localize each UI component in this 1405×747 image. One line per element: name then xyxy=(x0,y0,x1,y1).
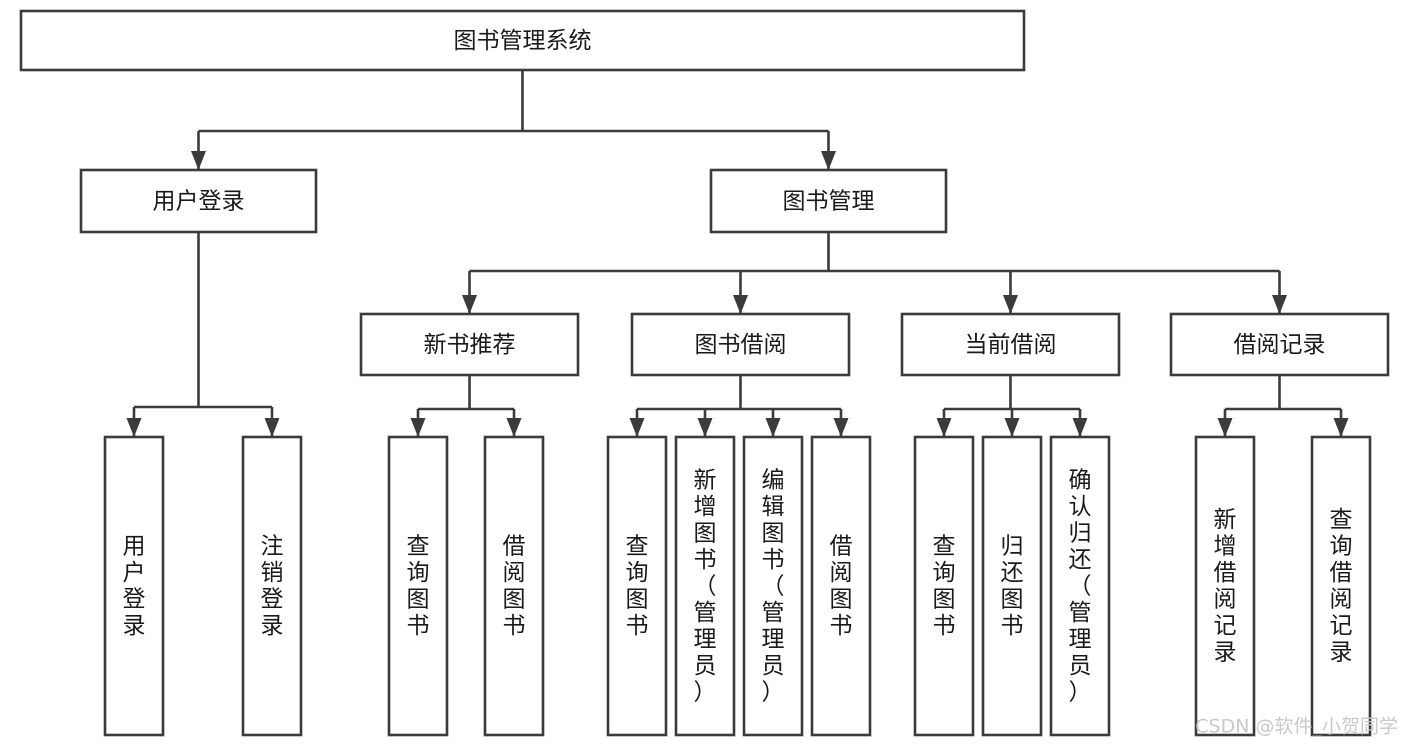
node-level2-用户登录[interactable]: 用户登录 xyxy=(79,168,318,234)
node-label: 新增借阅记录 xyxy=(1214,507,1237,666)
node-label: 新书推荐 xyxy=(424,332,516,358)
node-box[interactable] xyxy=(359,312,580,377)
node-label: 新增图书（管理员） xyxy=(694,467,717,705)
arrow-head-icon xyxy=(506,418,522,437)
arrow-head-icon xyxy=(1272,295,1287,314)
node-label: 确认归还（管理员） xyxy=(1069,467,1092,705)
arrow-head-icon xyxy=(410,418,426,437)
node-leaf-归还图书[interactable]: 归还图书 xyxy=(981,435,1043,737)
node-box[interactable] xyxy=(1310,435,1372,737)
node-level3-当前借阅[interactable]: 当前借阅 xyxy=(900,312,1121,377)
node-label: 图书借阅 xyxy=(695,332,787,358)
arrow-head-icon xyxy=(833,418,849,437)
node-label: 查询图书 xyxy=(626,534,649,640)
node-leaf-用户登录[interactable]: 用户登录 xyxy=(103,435,165,737)
node-level3-新书推荐[interactable]: 新书推荐 xyxy=(359,312,580,377)
node-label: 查询图书 xyxy=(933,534,956,640)
node-box[interactable] xyxy=(1049,435,1111,737)
arrow-head-icon xyxy=(765,418,781,437)
node-box[interactable] xyxy=(709,168,948,234)
arrow-head-icon xyxy=(1217,418,1233,437)
node-box[interactable] xyxy=(981,435,1043,737)
node-leaf-借阅图书[interactable]: 借阅图书 xyxy=(483,435,545,737)
arrow-head-icon xyxy=(697,418,713,437)
node-label: 查询借阅记录 xyxy=(1330,507,1353,666)
node-leaf-查询图书[interactable]: 查询图书 xyxy=(387,435,449,737)
arrow-head-icon xyxy=(1072,418,1088,437)
node-label: 借阅图书 xyxy=(830,534,853,640)
node-label: 用户登录 xyxy=(153,189,245,215)
arrow-head-icon xyxy=(126,418,142,437)
arrow-head-icon xyxy=(733,295,748,314)
node-box[interactable] xyxy=(387,435,449,737)
node-box[interactable] xyxy=(606,435,668,737)
node-box[interactable] xyxy=(742,435,804,737)
node-box[interactable] xyxy=(913,435,975,737)
node-leaf-新增借阅记录[interactable]: 新增借阅记录 xyxy=(1194,435,1256,737)
node-label: 图书管理系统 xyxy=(454,28,592,54)
connector-layer xyxy=(126,70,1349,437)
arrow-head-icon xyxy=(821,151,836,170)
node-leaf-查询图书[interactable]: 查询图书 xyxy=(606,435,668,737)
arrow-head-icon xyxy=(191,151,206,170)
node-level2-图书管理[interactable]: 图书管理 xyxy=(709,168,948,234)
node-box[interactable] xyxy=(241,435,303,737)
arrow-head-icon xyxy=(264,418,280,437)
node-box[interactable] xyxy=(630,312,851,377)
arrow-head-icon xyxy=(1004,418,1020,437)
node-label: 图书管理 xyxy=(783,189,875,215)
node-label: 归还图书 xyxy=(1001,534,1024,640)
arrow-head-icon xyxy=(936,418,952,437)
node-leaf-查询借阅记录[interactable]: 查询借阅记录 xyxy=(1310,435,1372,737)
node-label: 注销登录 xyxy=(261,534,284,640)
arrow-head-icon xyxy=(629,418,645,437)
arrow-head-icon xyxy=(1003,295,1018,314)
node-label: 查询图书 xyxy=(407,534,430,640)
node-root-图书管理系统[interactable]: 图书管理系统 xyxy=(19,9,1026,72)
node-layer: 图书管理系统用户登录图书管理新书推荐图书借阅当前借阅借阅记录用户登录注销登录查询… xyxy=(19,9,1390,737)
node-level3-借阅记录[interactable]: 借阅记录 xyxy=(1169,312,1390,377)
node-leaf-确认归还管理员[interactable]: 确认归还（管理员） xyxy=(1049,435,1111,737)
node-label: 用户登录 xyxy=(123,534,146,640)
node-box[interactable] xyxy=(19,9,1026,72)
node-leaf-查询图书[interactable]: 查询图书 xyxy=(913,435,975,737)
node-leaf-注销登录[interactable]: 注销登录 xyxy=(241,435,303,737)
node-leaf-借阅图书[interactable]: 借阅图书 xyxy=(810,435,872,737)
node-box[interactable] xyxy=(810,435,872,737)
node-level3-图书借阅[interactable]: 图书借阅 xyxy=(630,312,851,377)
arrow-head-icon xyxy=(1333,418,1349,437)
node-label: 编辑图书（管理员） xyxy=(762,467,785,705)
node-box[interactable] xyxy=(900,312,1121,377)
arrow-head-icon xyxy=(462,295,477,314)
node-box[interactable] xyxy=(1169,312,1390,377)
node-leaf-新增图书管理员[interactable]: 新增图书（管理员） xyxy=(674,435,736,737)
node-box[interactable] xyxy=(79,168,318,234)
node-label: 借阅记录 xyxy=(1234,332,1326,358)
node-label: 借阅图书 xyxy=(503,534,526,640)
node-box[interactable] xyxy=(674,435,736,737)
node-box[interactable] xyxy=(1194,435,1256,737)
node-box[interactable] xyxy=(483,435,545,737)
node-label: 当前借阅 xyxy=(965,332,1057,358)
node-leaf-编辑图书管理员[interactable]: 编辑图书（管理员） xyxy=(742,435,804,737)
csdn-watermark: CSDN @软件_小贺同学 xyxy=(1195,716,1398,738)
node-box[interactable] xyxy=(103,435,165,737)
